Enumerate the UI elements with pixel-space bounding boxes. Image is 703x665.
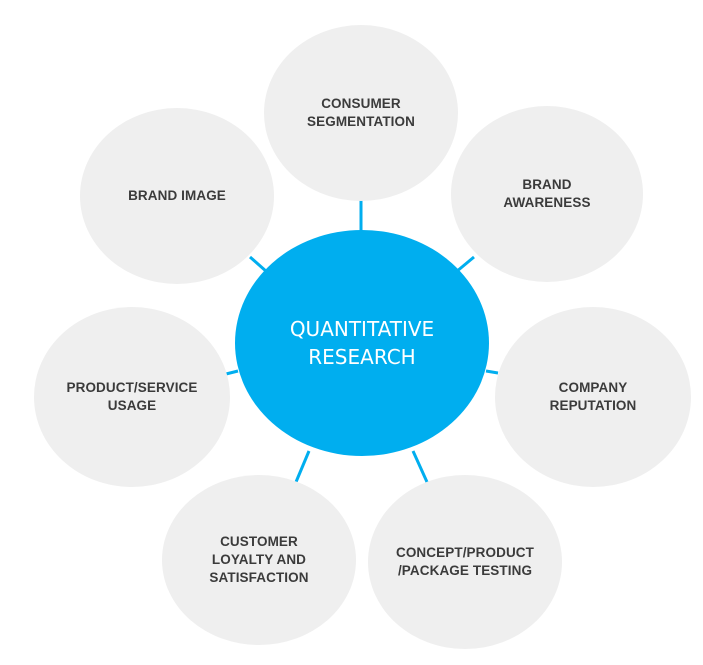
node-brand-awareness: BRAND AWARENESS xyxy=(451,106,643,282)
node-consumer-segmentation: CONSUMER SEGMENTATION xyxy=(264,25,458,201)
node-product-service-usage: PRODUCT/SERVICE USAGE xyxy=(34,307,230,487)
node-customer-loyalty-satisfaction: CUSTOMER LOYALTY AND SATISFACTION xyxy=(162,475,356,645)
node-label-concept-product-package-testing: CONCEPT/PRODUCT /PACKAGE TESTING xyxy=(395,545,534,578)
connector-concept-product-package-testing xyxy=(411,450,429,483)
node-brand-image: BRAND IMAGE xyxy=(80,108,274,284)
connector-customer-loyalty-satisfaction xyxy=(294,450,311,483)
node-label-brand-image: BRAND IMAGE xyxy=(128,188,226,203)
node-label-company-reputation: COMPANY REPUTATION xyxy=(549,380,637,413)
node-label-consumer-segmentation: CONSUMER SEGMENTATION xyxy=(307,96,415,129)
connector-company-reputation xyxy=(485,369,499,375)
node-label-customer-loyalty-satisfaction: CUSTOMER LOYALTY AND SATISFACTION xyxy=(209,534,309,585)
node-company-reputation: COMPANY REPUTATION xyxy=(495,307,691,487)
node-concept-product-package-testing: CONCEPT/PRODUCT /PACKAGE TESTING xyxy=(368,475,562,649)
center-node: QUANTITATIVE RESEARCH xyxy=(235,230,489,456)
node-label-brand-awareness: BRAND AWARENESS xyxy=(503,177,591,210)
center-label: QUANTITATIVE RESEARCH xyxy=(289,317,435,369)
node-label-product-service-usage: PRODUCT/SERVICE USAGE xyxy=(66,380,198,413)
connector-product-service-usage xyxy=(225,369,239,376)
